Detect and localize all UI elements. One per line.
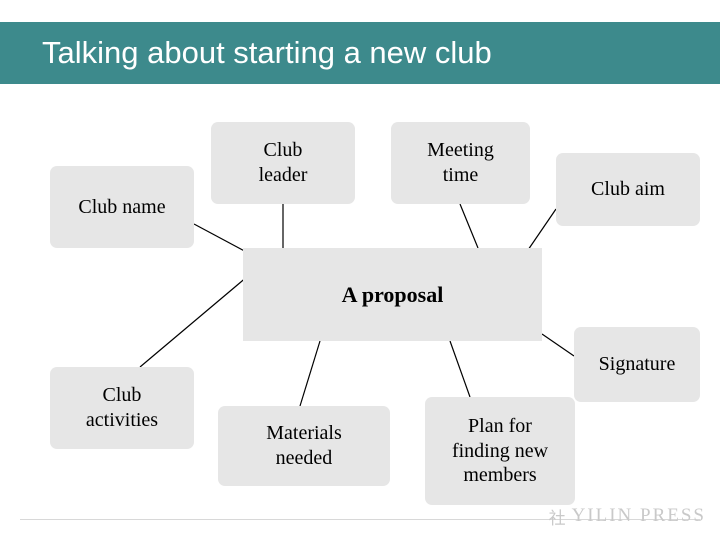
watermark-en-text: YILIN PRESS [571, 505, 706, 526]
node-center-proposal[interactable]: A proposal [243, 248, 542, 341]
node-center-label: A proposal [341, 281, 444, 307]
connector-lines [139, 203, 575, 407]
publisher-watermark: 社 YILIN PRESS [549, 500, 706, 532]
title-bar: Talking about starting a new club [0, 22, 720, 84]
page-title: Talking about starting a new club [42, 35, 492, 70]
node-club-aim[interactable]: Club aim [556, 153, 700, 226]
footer-divider [20, 519, 700, 520]
node-club-aim-label: Club aim [591, 178, 665, 201]
node-club-name[interactable]: Club name [50, 166, 194, 248]
node-signature[interactable]: Signature [574, 327, 700, 402]
node-signature-label: Signature [598, 353, 676, 376]
watermark-cn-text: 社 [548, 508, 566, 528]
node-club-name-label: Club name [78, 195, 166, 218]
